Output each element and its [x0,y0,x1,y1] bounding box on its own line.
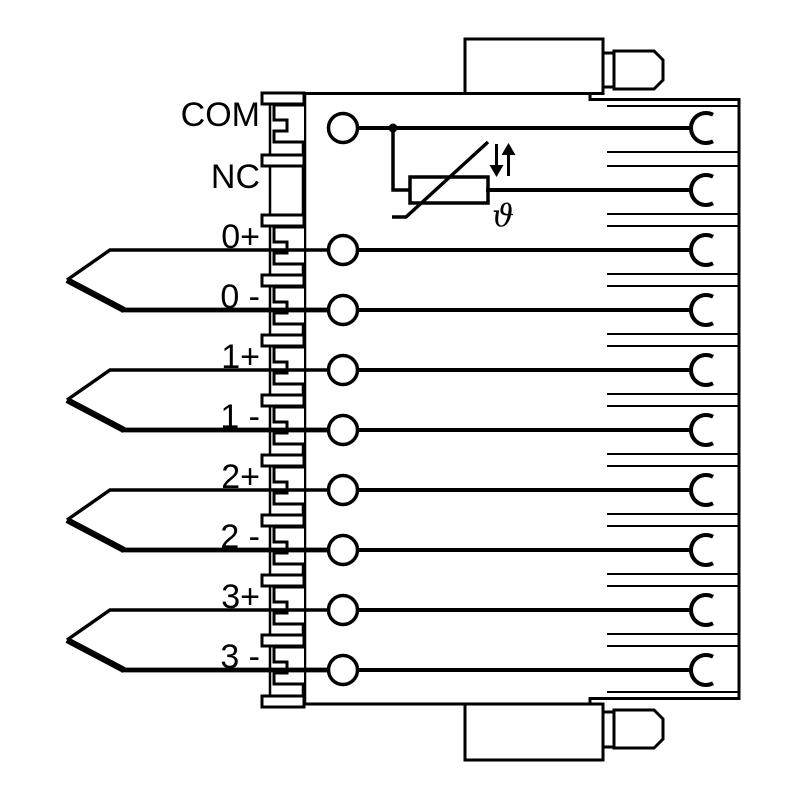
theta-symbol: ϑ [492,198,514,234]
rear-contact-arc-9 [688,653,714,687]
junction-dot [388,123,398,133]
thermocouple-2-plus-leg [66,488,332,522]
terminal-tab-7 [260,513,306,528]
thermocouple-3-minus-diagonal [65,637,126,673]
thermocouple-0-minus-diagonal [65,277,126,313]
screw-head-top [612,49,665,91]
terminal-screw-circle-9 [326,653,360,687]
terminal-label-4: 1+ [221,338,260,376]
terminal-clamp-7 [272,525,304,566]
terminal-label-5: 1 - [220,398,260,436]
terminal-clamp-5 [272,405,304,446]
terminal-label-3: 0 - [220,278,260,316]
terminal-clamp-0 [272,103,304,144]
rear-contact-arc-4 [688,353,714,387]
thermocouple-0-plus-leg [66,248,332,282]
terminal-label-6: 2+ [221,458,260,496]
rear-contact-arc-7 [688,533,714,567]
rear-contact-arc-0 [688,111,714,145]
terminal-tab-8 [260,573,306,588]
terminal-label-2: 0+ [221,218,260,256]
terminal-clamp-8 [272,585,304,626]
sensor-branch-wire [391,128,411,192]
terminal-tab-1 [260,153,306,168]
rear-contact-arc-1 [688,173,714,207]
thermocouple-1-minus-diagonal [65,397,126,433]
terminal-label-7: 2 - [220,518,260,556]
terminal-tab-9 [260,633,306,648]
screw-neck-top [601,51,616,89]
terminal-tab-2 [260,213,306,228]
rear-contact-arc-3 [688,293,714,327]
terminal-screw-circle-8 [326,593,360,627]
terminal-tab-5 [260,393,306,408]
terminal-screw-circle-7 [326,533,360,567]
terminal-screw-circle-5 [326,413,360,447]
terminal-tab-6 [260,453,306,468]
terminal-tab-4 [260,333,306,348]
terminal-clamp-6 [272,465,304,506]
down-arrowhead-icon [489,165,504,177]
terminal-label-8: 3+ [221,578,260,616]
screw-neck-bottom [601,710,616,749]
terminal-tab-3 [260,273,306,288]
rear-contact-arc-8 [688,593,714,627]
screw-head-bottom [612,708,665,750]
terminal-screw-circle-0 [326,111,360,145]
thermocouple-3-plus-leg [66,608,332,642]
thermocouple-1-plus-leg [66,368,332,402]
terminal-clamp-2 [272,225,304,266]
terminal-tab-bottom-cap [260,694,306,709]
thermocouple-2-minus-diagonal [65,517,126,553]
terminal-clamp-9 [272,645,304,686]
terminal-label-0: COM [181,96,260,134]
thermistor-diagonal [392,140,490,219]
terminal-label-9: 3 - [220,638,260,676]
rear-contact-arc-2 [688,233,714,267]
terminal-screw-circle-3 [326,293,360,327]
terminal-screw-circle-4 [326,353,360,387]
terminal-screw-circle-6 [326,473,360,507]
thermistor-body [408,175,490,205]
mounting-flange-top [463,37,605,95]
up-arrowhead-icon [501,143,516,155]
terminal-clamp-4 [272,345,304,386]
terminal-tab-0 [260,91,306,106]
connector-body-outline [262,92,741,706]
terminal-label-1: NC [211,158,260,196]
mounting-flange-bottom [463,702,605,762]
rear-contact-arc-5 [688,413,714,447]
rear-contact-arc-6 [688,473,714,507]
terminal-screw-circle-2 [326,233,360,267]
terminal-clamp-3 [272,285,304,326]
